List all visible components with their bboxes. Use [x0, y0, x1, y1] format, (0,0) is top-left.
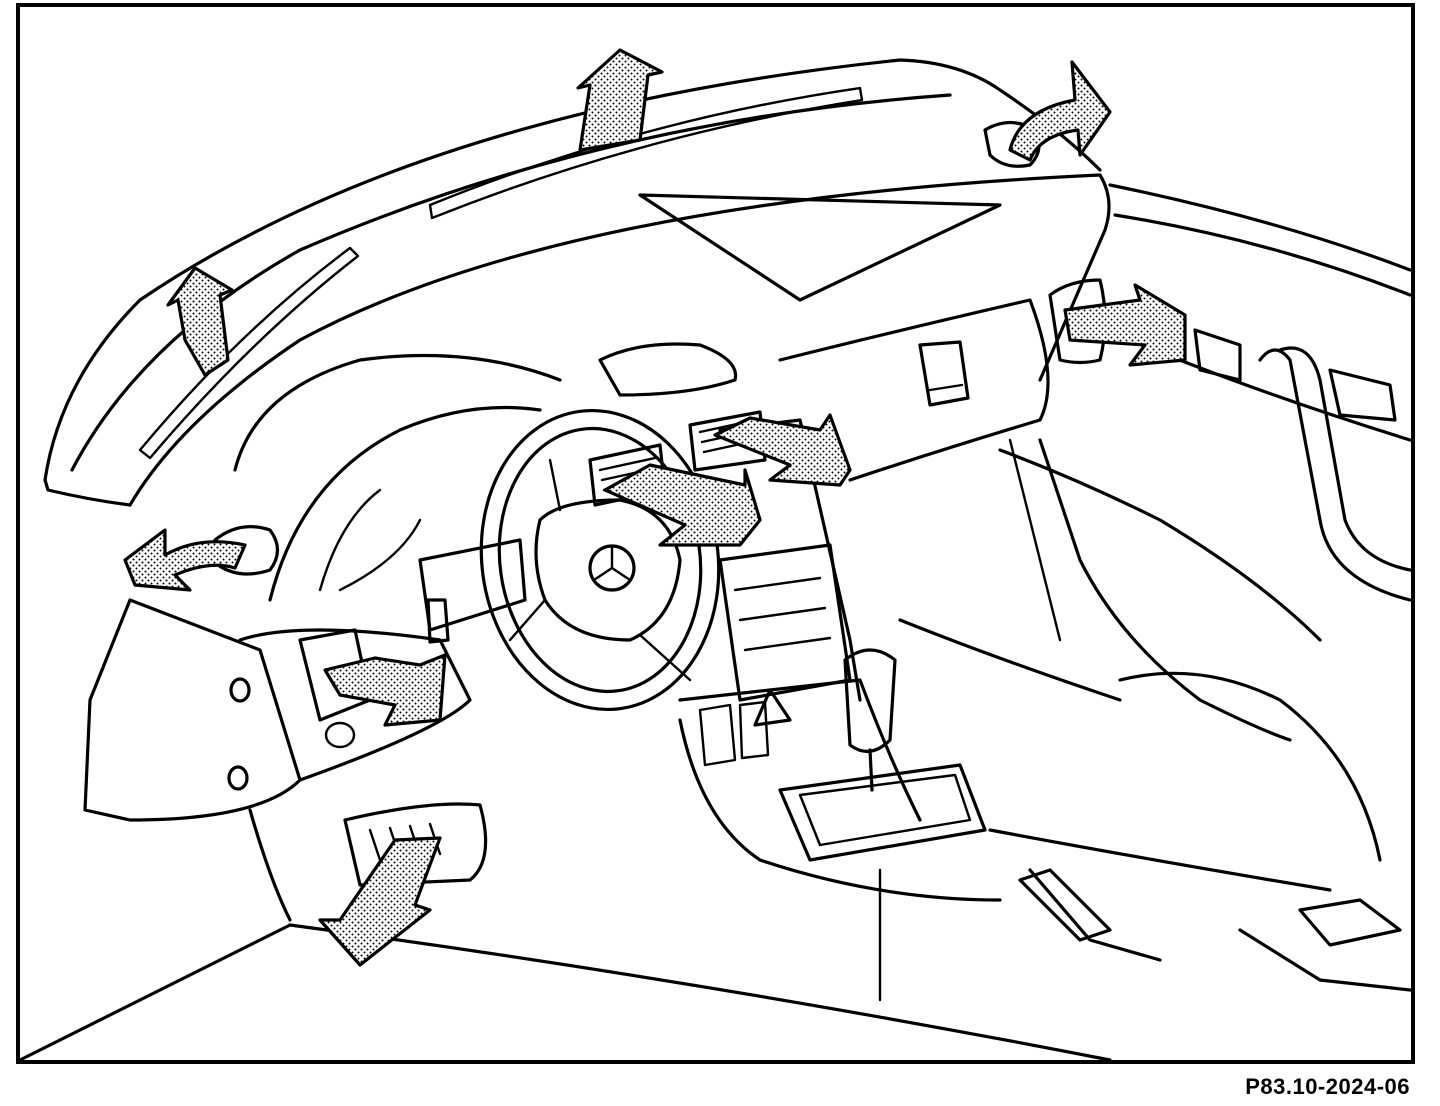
handbrake [988, 828, 1412, 992]
diagram-frame [16, 3, 1415, 1064]
floor-area [18, 868, 1112, 1062]
windshield-corner-vent [983, 120, 1041, 168]
airflow-arrow-center-left [603, 463, 762, 547]
passenger-seat [898, 438, 1382, 862]
airflow-arrow-center-right [713, 413, 852, 487]
airflow-arrow-passenger-side [1063, 283, 1187, 367]
steering-column [418, 538, 527, 644]
driver-outer-vent [213, 525, 280, 576]
instrument-hood [233, 353, 562, 602]
door-panel [1108, 183, 1412, 602]
airflow-arrow-defrost-left [166, 266, 234, 377]
airflow-arrow-footwell [318, 836, 442, 967]
figure-reference-code: P83.10-2024-06 [1245, 1074, 1410, 1099]
airflow-arrow-defrost-center [576, 48, 664, 152]
airflow-arrow-driver-side [123, 528, 247, 592]
airflow-arrow-knee [323, 653, 447, 727]
airflow-arrow-windshield-right [1008, 60, 1112, 162]
steering-wheel [479, 408, 721, 712]
passenger-dash [638, 193, 1050, 482]
driver-side-panel [83, 598, 472, 922]
gear-selector [778, 648, 987, 862]
defroster-vents [138, 86, 864, 460]
